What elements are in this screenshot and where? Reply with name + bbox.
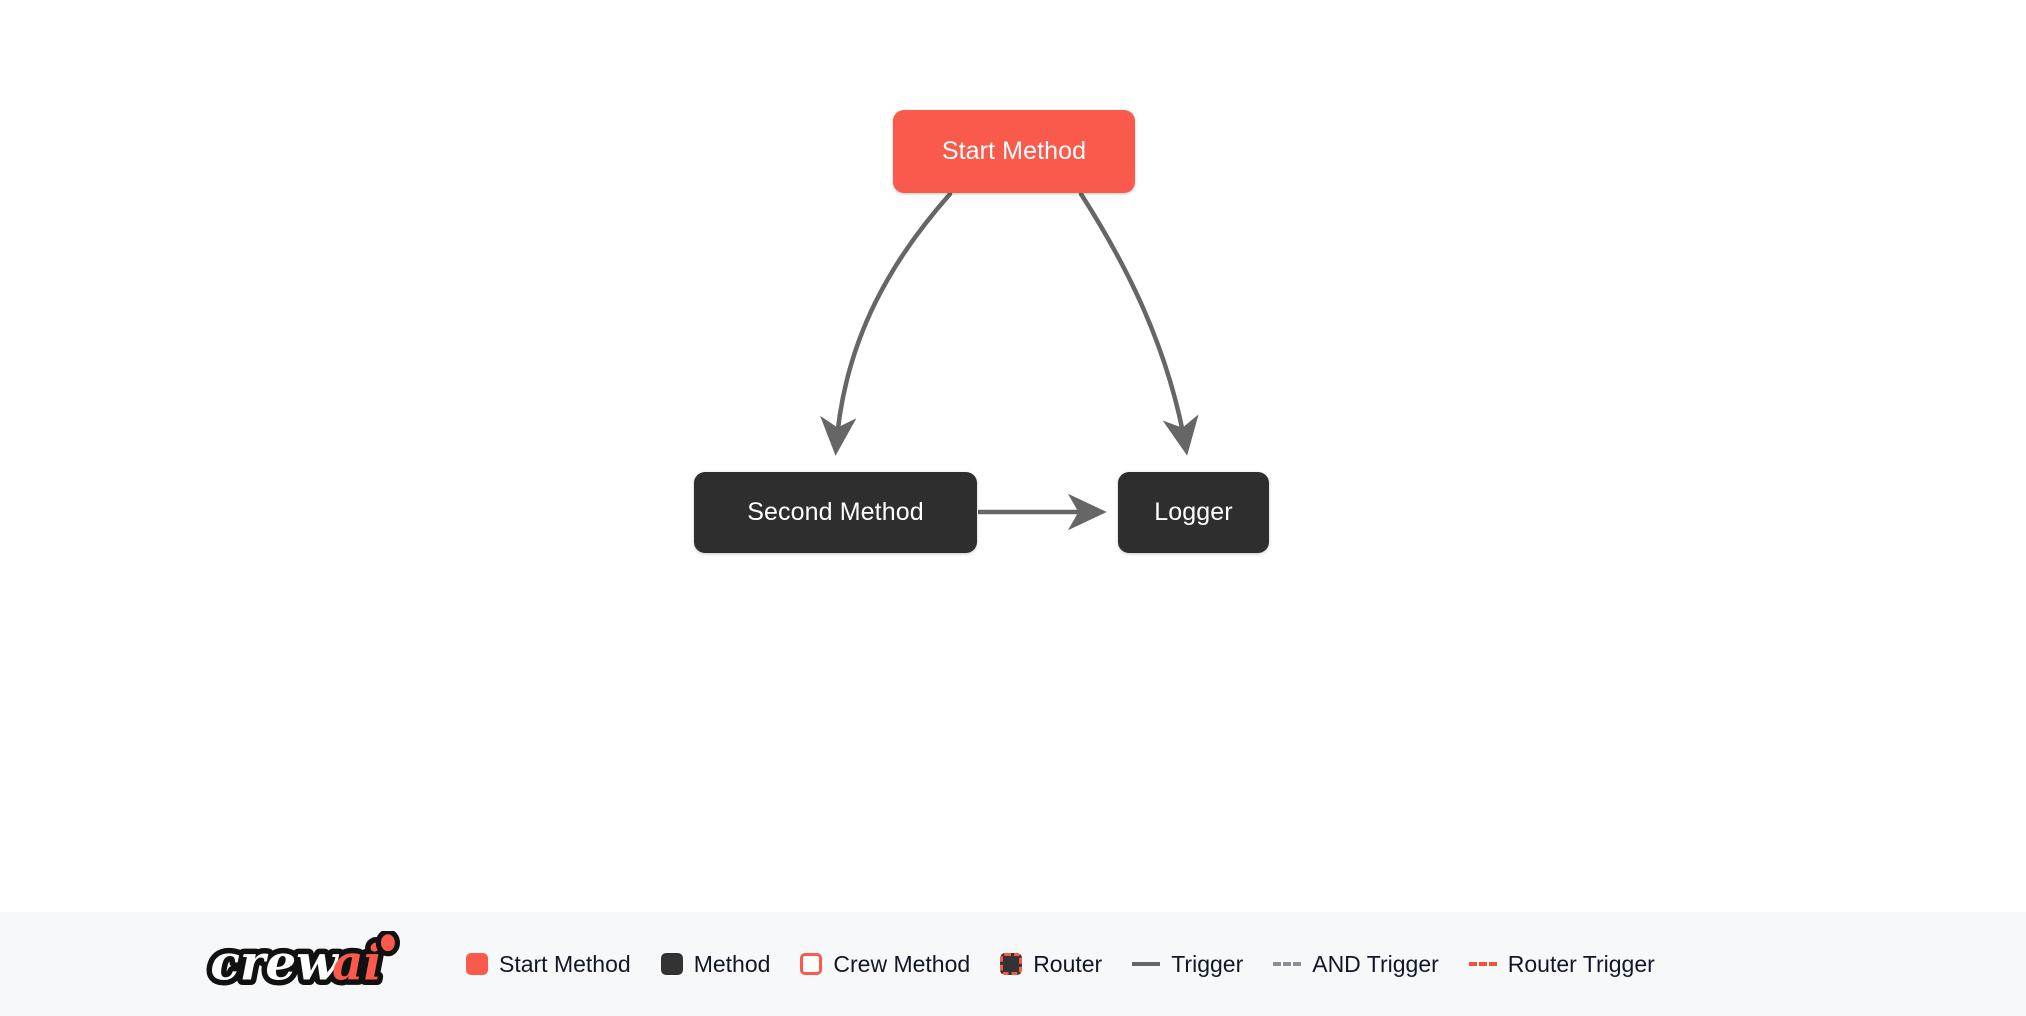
edge-start-to-logger: [1078, 191, 1199, 456]
flow-canvas[interactable]: Start Method Second Method Logger: [0, 0, 2026, 912]
node-label: Second Method: [747, 498, 924, 526]
legend-item-router: Router: [1000, 950, 1103, 977]
legend-label: Method: [693, 950, 771, 977]
router-trigger-line-icon: [1468, 962, 1497, 966]
legend-label: Router Trigger: [1507, 950, 1655, 977]
node-start-method[interactable]: Start Method: [893, 110, 1135, 193]
svg-text:crew: crew: [210, 935, 340, 991]
legend-label: Start Method: [499, 950, 631, 977]
node-label: Logger: [1154, 498, 1233, 526]
legend-bar: crew ai crew ai Start Method Method Crew…: [0, 912, 2026, 1016]
svg-text:crew: crew: [210, 935, 340, 991]
legend-label: Router: [1033, 950, 1103, 977]
node-second-method[interactable]: Second Method: [694, 472, 977, 553]
and-trigger-line-icon: [1273, 962, 1302, 966]
start-method-swatch-icon: [466, 953, 488, 975]
legend-item-and-trigger: AND Trigger: [1273, 950, 1439, 977]
edge-start-to-second: [820, 191, 953, 456]
crewai-logo: crew ai crew ai: [205, 931, 400, 997]
legend-item-router-trigger: Router Trigger: [1468, 950, 1655, 977]
method-swatch-icon: [660, 953, 683, 975]
edge-layer: [820, 191, 1199, 531]
svg-text:ai: ai: [332, 935, 382, 991]
legend-item-method: Method: [660, 950, 771, 977]
legend-label: Trigger: [1171, 950, 1244, 977]
legend-items: Start Method Method Crew Method Router T…: [466, 950, 1655, 977]
router-swatch-icon: [1000, 953, 1023, 975]
legend-label: Crew Method: [833, 950, 971, 977]
legend-item-start-method: Start Method: [466, 950, 631, 977]
node-label: Start Method: [941, 137, 1087, 165]
trigger-line-icon: [1132, 962, 1161, 966]
legend-item-trigger: Trigger: [1132, 950, 1244, 977]
legend-item-crew-method: Crew Method: [800, 950, 971, 977]
node-logger[interactable]: Logger: [1118, 472, 1269, 553]
crew-method-swatch-icon: [800, 953, 823, 975]
legend-label: AND Trigger: [1312, 950, 1439, 977]
